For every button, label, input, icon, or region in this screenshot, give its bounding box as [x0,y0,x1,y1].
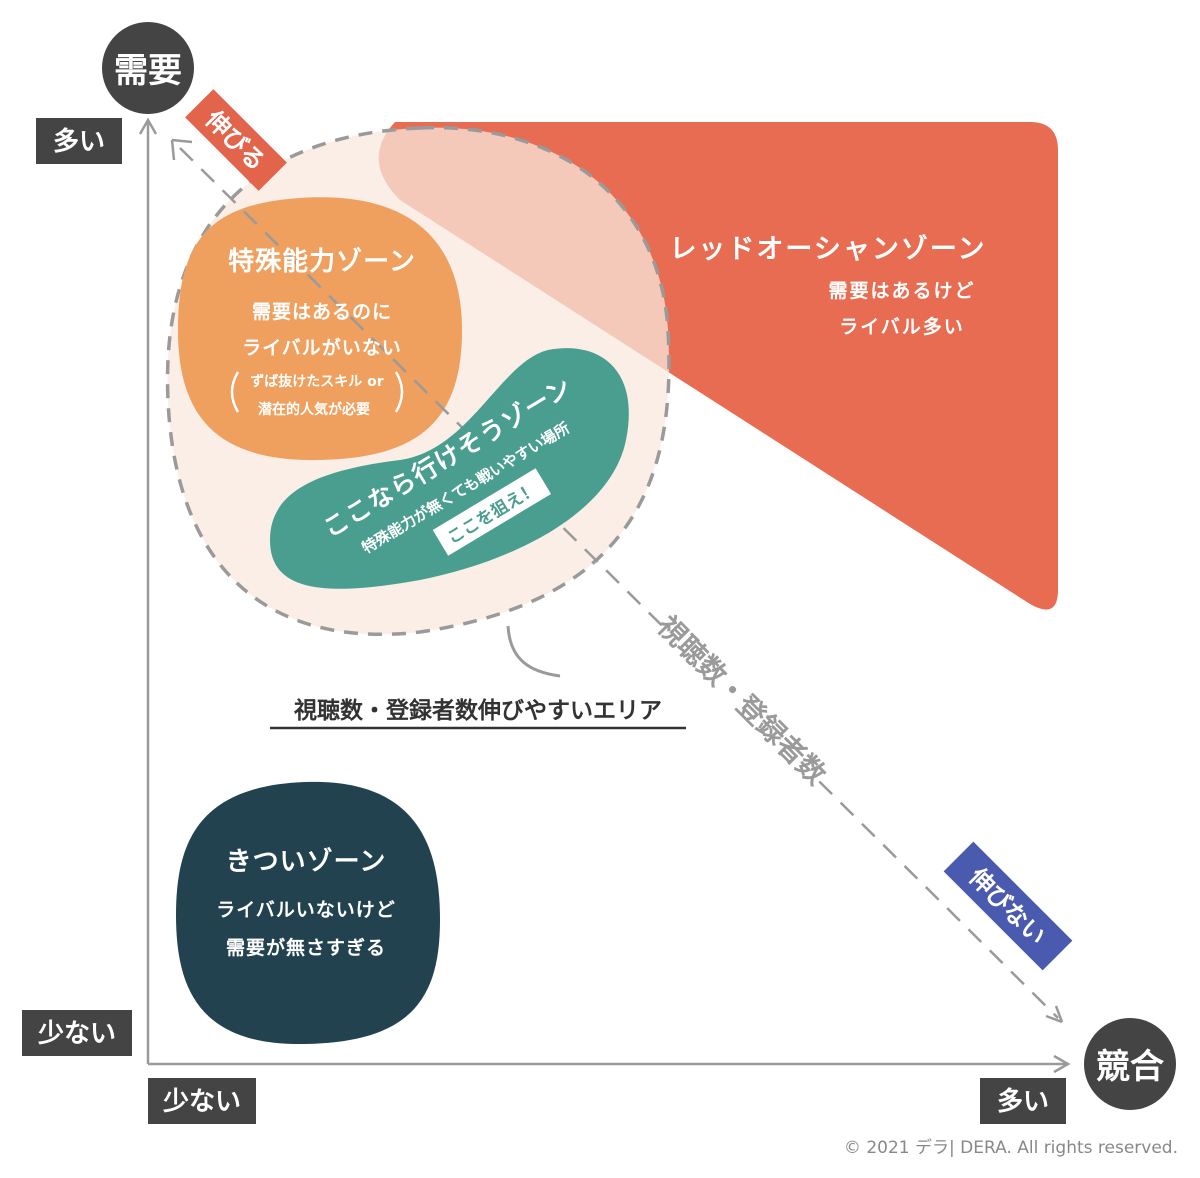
x-axis-title: 競合 [1096,1047,1164,1087]
y-low-label: 少ない [37,1019,116,1049]
growth-area-pointer [506,625,561,678]
hard-zone-shape [176,781,440,1045]
diagonal-dashed-line [179,147,1059,1019]
y-low-tag-bg [22,1010,132,1056]
diagonal-arrow-head-top [170,138,193,161]
target-badge-bg [432,468,552,556]
hard-title: きついゾーン [226,846,387,877]
special-note-bracket-right [394,371,404,413]
x-high-tag-bg [980,1078,1066,1124]
target-zone-shape [270,348,629,589]
x-low-label: 少ない [162,1087,241,1117]
y-high-tag-bg [36,118,122,164]
red-ocean-desc1: 需要はあるけど [828,280,975,302]
red-ocean-title: レッドオーシャンゾーン [669,234,986,265]
special-zone-shape [178,197,462,461]
y-axis-title: 需要 [114,51,182,91]
y-title-circle [102,22,194,114]
special-note-bracket-left [230,371,240,413]
grow-tag: 伸びる [185,89,287,191]
special-desc1: 需要はあるのに [252,301,392,323]
x-axis-arrow [1053,1054,1071,1074]
special-note2: 潜在的人気が必要 [258,401,370,418]
special-title: 特殊能力ゾーン [228,246,416,277]
x-title-circle [1084,1018,1176,1110]
hard-desc1: ライバルいないけど [216,899,396,921]
copyright: © 2021 デラ| DERA. All rights reserved. [844,1137,1178,1158]
x-high-label: 多い [997,1087,1049,1117]
hard-desc2: 需要が無さすぎる [226,936,386,959]
diagonal-label: 視聴数・登録者数 [651,609,833,791]
y-axis-arrow [138,117,158,135]
y-high-label: 多い [53,127,105,157]
special-desc2: ライバルがいない [242,336,402,359]
diagonal-arrow-head-bottom [1045,1005,1064,1024]
red-ocean-desc2: ライバル多い [839,315,965,338]
special-note1: ずば抜けたスキル or [250,373,383,390]
growth-area-label: 視聴数・登録者数伸びやすいエリア [293,697,662,724]
no-grow-tag: 伸びない [943,841,1073,971]
x-low-tag-bg [148,1078,256,1124]
